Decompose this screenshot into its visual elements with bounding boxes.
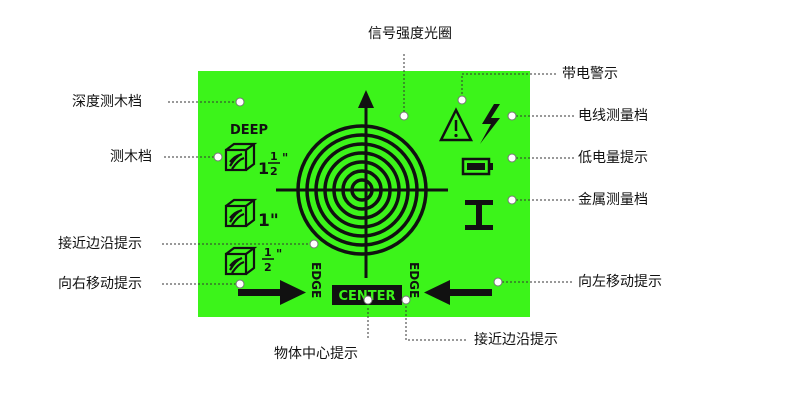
edge-right-label: EDGE <box>407 262 421 298</box>
wood-block-icon <box>224 246 258 276</box>
lcd-screen <box>198 71 530 317</box>
callout-lines <box>162 54 574 341</box>
depth-0-5-mark: " <box>276 247 282 261</box>
deep-label: DEEP <box>230 123 268 138</box>
depth-1-5-whole: 1 <box>258 159 269 178</box>
depth-0-5-den: 2 <box>264 261 272 274</box>
battery-icon <box>461 157 493 176</box>
callout-metal-mode: 金属测量档 <box>578 192 648 208</box>
wood-block-icon <box>224 198 258 228</box>
right-arrow-icon <box>238 280 306 305</box>
callout-live-wire-warning: 带电警示 <box>562 66 618 82</box>
depth-0-5-num: 1 <box>264 246 272 259</box>
i-beam-icon <box>465 200 493 230</box>
callout-near-edge-right: 接近边沿提示 <box>474 332 558 348</box>
callout-near-edge-left: 接近边沿提示 <box>58 236 142 252</box>
callout-signal-ring: 信号强度光圈 <box>368 26 452 42</box>
edge-left-label: EDGE <box>309 262 323 298</box>
depth-1-5-mark: " <box>282 151 288 165</box>
depth-1-label: 1" <box>258 211 279 231</box>
depth-1-5-den: 2 <box>270 165 278 178</box>
callout-move-left: 向左移动提示 <box>578 274 662 290</box>
callout-wire-mode: 电线测量档 <box>578 108 648 124</box>
wood-block-icon <box>224 142 258 172</box>
callout-low-battery: 低电量提示 <box>578 150 648 166</box>
callout-deep-wood-mode: 深度测木档 <box>72 94 142 110</box>
callout-dots <box>213 95 517 305</box>
callout-wood-mode: 测木档 <box>110 149 152 165</box>
lightning-bolt-icon <box>480 104 500 144</box>
depth-1-5-num: 1 <box>270 150 278 163</box>
callout-object-center: 物体中心提示 <box>274 346 358 362</box>
center-box <box>332 285 402 305</box>
left-arrow-icon <box>424 280 492 305</box>
up-arrow-icon <box>358 90 374 108</box>
warning-triangle-icon <box>438 107 474 142</box>
callout-move-right: 向右移动提示 <box>58 276 142 292</box>
